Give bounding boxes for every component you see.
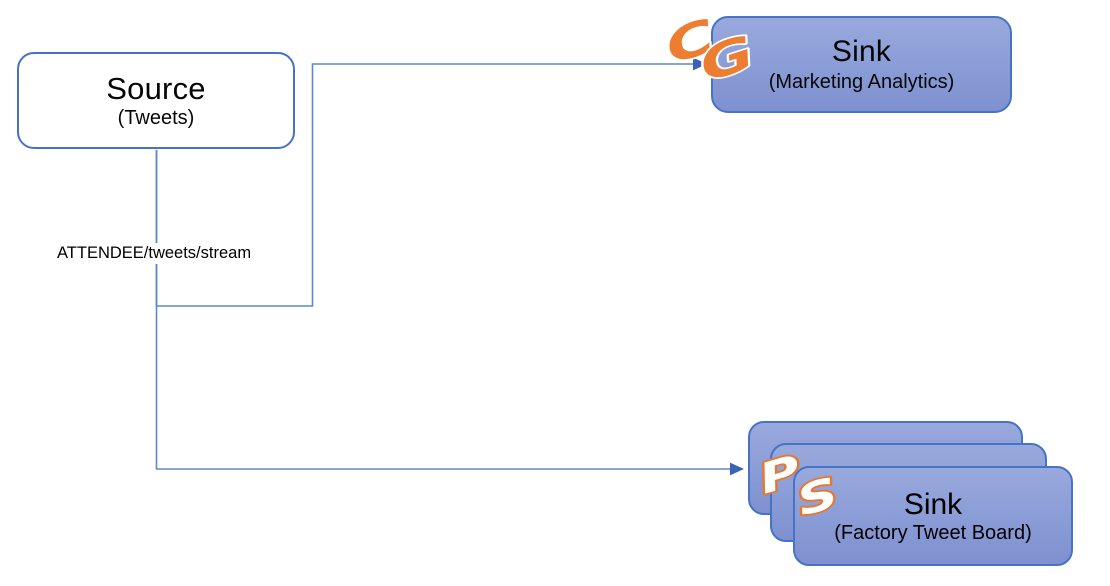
edge-label-topic: ATTENDEE/tweets/stream [52,243,257,264]
sink-factory-subtitle: (Factory Tweet Board) [834,521,1032,544]
source-title: Source [106,70,206,106]
connector-source-to-factory [155,150,731,470]
ps-letter-s: S [791,468,843,526]
sink-factory-title: Sink [903,487,963,521]
source-subtitle: (Tweets) [117,107,195,130]
sink-marketing-subtitle: (Marketing Analytics) [768,70,955,93]
sink-factory-node: Sink (Factory Tweet Board) [793,466,1073,566]
arrowhead-factory-icon [730,462,744,476]
ps-logo-icon: P S [751,443,845,527]
sink-marketing-title: Sink [831,35,892,69]
cg-logo-icon: C G [657,7,763,95]
source-node: Source (Tweets) [17,52,295,149]
sink-marketing-node: Sink (Marketing Analytics) [711,16,1012,113]
arrowhead-marketing-icon [693,57,707,71]
